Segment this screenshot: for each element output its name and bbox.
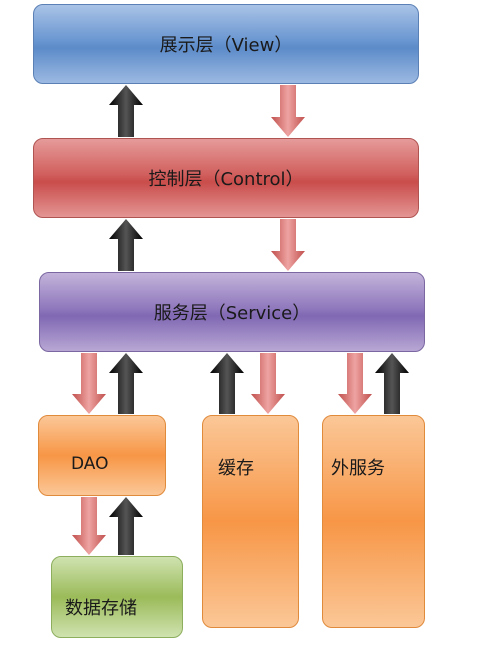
- cache-to-service-arrow: [210, 353, 244, 414]
- service-to-dao-arrow: [72, 353, 106, 414]
- control-layer-label: 控制层（Control）: [148, 169, 304, 190]
- service-to-cache-arrow: [251, 353, 285, 414]
- cache-box: 缓存: [202, 415, 299, 628]
- external-to-service-arrow: [375, 353, 409, 414]
- service-to-external-arrow: [338, 353, 372, 414]
- cache-label: 缓存: [218, 458, 254, 479]
- dao-to-storage-arrow: [72, 497, 106, 555]
- view-layer-label: 展示层（View）: [159, 35, 293, 56]
- storage-box: 数据存储: [51, 556, 183, 638]
- view-to-control-arrow: [271, 85, 305, 137]
- external-service-box: 外服务: [322, 415, 425, 628]
- storage-to-dao-arrow: [109, 497, 143, 555]
- storage-label: 数据存储: [65, 598, 137, 619]
- service-layer-label: 服务层（Service）: [153, 303, 311, 324]
- external-service-label: 外服务: [331, 458, 385, 479]
- dao-to-service-arrow: [109, 353, 143, 414]
- control-to-view-arrow: [109, 85, 143, 137]
- control-layer-box: 控制层（Control）: [33, 138, 419, 218]
- control-to-service-arrow: [271, 219, 305, 271]
- service-layer-box: 服务层（Service）: [39, 272, 425, 352]
- dao-label: DAO: [71, 454, 109, 474]
- view-layer-box: 展示层（View）: [33, 4, 419, 84]
- dao-box: DAO: [38, 415, 166, 496]
- service-to-control-arrow: [109, 219, 143, 271]
